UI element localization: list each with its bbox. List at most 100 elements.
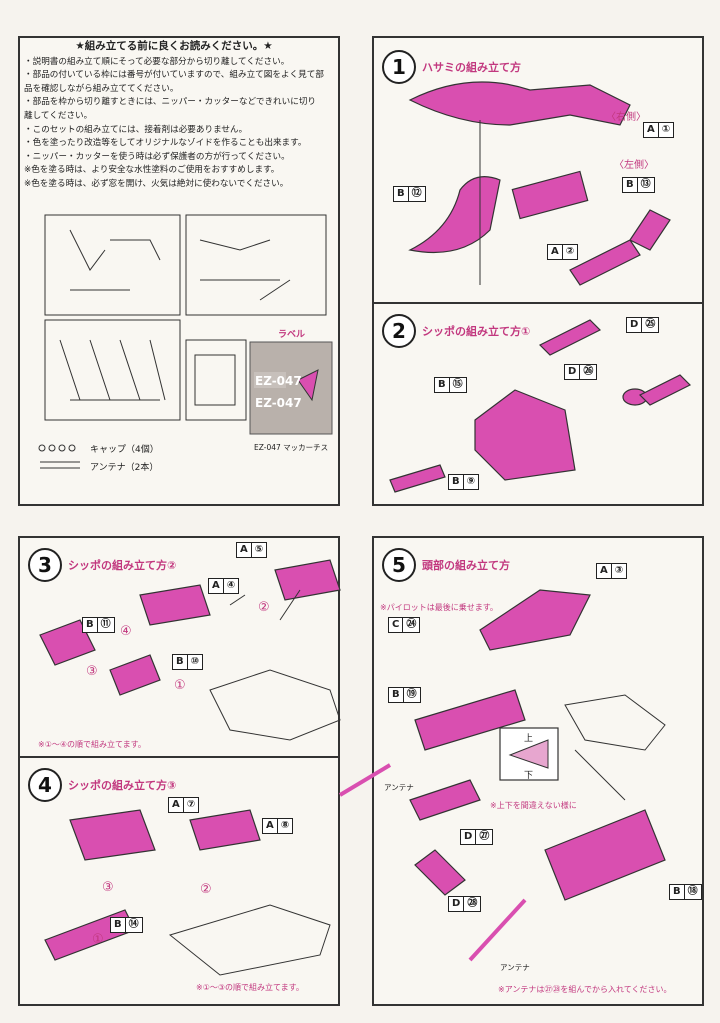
antenna-text: アンテナ（2本）: [90, 463, 159, 473]
step-number-5: 5: [382, 548, 416, 582]
step4-title: 4 シッポの組み立て方③: [28, 768, 176, 802]
order-mark: ①: [174, 678, 186, 693]
step-number-2: 2: [382, 314, 416, 348]
label-code-1: EZ-047: [255, 374, 302, 388]
intro-line: ・説明書の組み立て順にそって必要な部分から切り離してください。: [24, 56, 290, 67]
right-side-label: 〈右側〉: [606, 112, 646, 123]
claw-right: [408, 81, 631, 126]
cap-antenna-icons: [38, 444, 80, 469]
left-side-label: 〈左側〉: [614, 160, 654, 171]
part-a3: [479, 589, 591, 651]
part-d25: [538, 319, 602, 356]
runner-a: [44, 214, 327, 421]
label-caption: EZ-047 マッカーチス: [254, 443, 329, 452]
intro-heading: ★組み立てる前に良くお読みください。★: [75, 40, 273, 52]
part-d28: [414, 849, 466, 896]
antenna-rod-2: [468, 898, 527, 962]
label-sticker: [249, 341, 333, 435]
step3-title-text: シッポの組み立て方②: [68, 559, 177, 572]
step3-title: 3 シッポの組み立て方②: [28, 548, 176, 582]
step4-title-text: シッポの組み立て方③: [68, 779, 177, 792]
intro-line: ・このセットの組み立てには、接着剤は必要ありません。: [24, 124, 248, 135]
step4-note: ※①～③の順で組み立てます。: [196, 983, 304, 992]
label-title: ラベル: [278, 330, 306, 340]
order-mark: ③: [86, 664, 98, 679]
head-body-white: [564, 694, 666, 751]
order-mark: ②: [200, 882, 212, 897]
step3-note: ※①～④の順で組み立てます。: [38, 740, 146, 749]
part-a8: [189, 809, 261, 851]
part-b9: [389, 464, 446, 493]
order-mark: ③: [102, 880, 114, 895]
antenna-note: ※アンテナは㉗㉘を組んでから入れてください。: [498, 985, 672, 994]
up-label: 上: [524, 734, 534, 744]
intro-text: ★組み立てる前に良くお読みください。★ ・説明書の組み立て順にそって必要な部分か…: [24, 40, 324, 192]
intro-line: ・色を塗ったり改造等をしてオリジナルなゾイドを作ることも出来ます。: [24, 138, 307, 149]
order-mark: ④: [120, 624, 132, 639]
label-code-2: EZ-047: [255, 396, 302, 410]
part-b10: [109, 654, 161, 696]
intro-line: ※色を塗る時は、より安全な水性塗料のご使用をおすすめします。: [24, 165, 280, 176]
antenna-label-1: アンテナ: [384, 783, 414, 792]
updown-note: ※上下を間違えない様に: [490, 801, 577, 810]
part-b15: [474, 389, 576, 481]
part-b11: [39, 619, 96, 666]
step-number-4: 4: [28, 768, 62, 802]
step2-title: 2 シッポの組み立て方①: [382, 314, 530, 348]
intro-line: ・部品を枠から切り離すときには、ニッパー・カッターなどできれいに切り離してくださ…: [24, 97, 317, 121]
step1-title-text: ハサミの組み立て方: [422, 61, 521, 74]
pilot-note: ※パイロットは最後に乗せます。: [380, 603, 498, 612]
intro-line: ・部品の付いている枠には番号が付いていますので、組み立て図をよく見て部品を確認し…: [24, 70, 324, 94]
intro-line: ・ニッパー・カッターを使う時は必ず保護者の方が行ってください。: [24, 151, 290, 162]
part-d27: [409, 779, 481, 821]
tail-body-4: [168, 904, 331, 976]
part-d26-bar: [638, 374, 692, 406]
part-a4: [139, 584, 211, 626]
antenna-label-2: アンテナ: [500, 963, 530, 972]
intro-line: ※色を塗る時は、必ず窓を開け、火気は絶対に使わないでください。: [24, 178, 289, 189]
step5-title-text: 頭部の組み立て方: [422, 559, 510, 572]
order-mark: ②: [258, 600, 270, 615]
part-b18: [544, 809, 666, 901]
step5-title: 5 頭部の組み立て方: [382, 548, 510, 582]
part-a2: [569, 209, 671, 286]
updown-wedge: [508, 739, 549, 769]
antenna-rod-1: [338, 763, 392, 797]
step1-panel: [372, 36, 704, 304]
order-mark: ①: [92, 932, 104, 947]
step2-title-text: シッポの組み立て方①: [422, 325, 531, 338]
part-b13: [511, 170, 589, 220]
part-a7: [69, 809, 156, 861]
part-a5: [274, 559, 341, 601]
down-label: 下: [524, 771, 534, 781]
cap-text: キャップ（4個）: [90, 445, 159, 455]
step1-title: 1 ハサミの組み立て方: [382, 50, 521, 84]
step-number-1: 1: [382, 50, 416, 84]
tail-body-3: [209, 669, 341, 741]
step-number-3: 3: [28, 548, 62, 582]
